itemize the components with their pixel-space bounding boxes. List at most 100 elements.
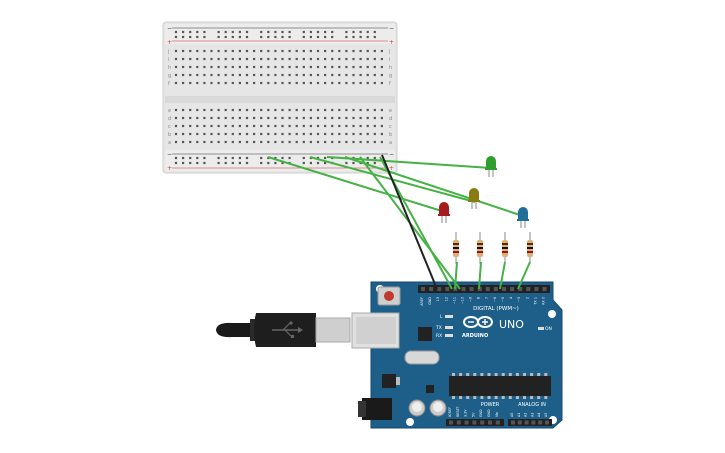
- resistor-2[interactable]: [477, 232, 483, 264]
- breadboard-hole[interactable]: [288, 116, 291, 120]
- breadboard-hole[interactable]: [245, 140, 249, 144]
- breadboard-hole[interactable]: [260, 57, 263, 61]
- breadboard-hole[interactable]: [274, 132, 277, 136]
- breadboard-hole[interactable]: [274, 65, 277, 69]
- rail-hole[interactable]: [345, 35, 348, 39]
- wire-green-green-led[interactable]: [326, 156, 492, 169]
- digital-pin[interactable]: [421, 287, 425, 291]
- breadboard-hole[interactable]: [253, 49, 256, 53]
- breadboard-hole[interactable]: [295, 49, 298, 53]
- led-blue[interactable]: [517, 207, 529, 228]
- rail-hole[interactable]: [352, 30, 355, 34]
- breadboard-hole[interactable]: [196, 81, 199, 85]
- breadboard-hole[interactable]: [182, 57, 185, 61]
- breadboard-hole[interactable]: [316, 116, 320, 120]
- resistor-3[interactable]: [502, 232, 508, 264]
- breadboard-hole[interactable]: [174, 124, 178, 128]
- power-pin[interactable]: [480, 420, 485, 425]
- breadboard-hole[interactable]: [267, 140, 270, 144]
- breadboard-hole[interactable]: [366, 57, 369, 61]
- breadboard-hole[interactable]: [345, 65, 348, 69]
- breadboard-hole[interactable]: [380, 108, 383, 112]
- breadboard-hole[interactable]: [373, 49, 376, 53]
- rail-hole[interactable]: [373, 156, 376, 160]
- breadboard-hole[interactable]: [316, 57, 320, 61]
- breadboard-hole[interactable]: [210, 49, 213, 53]
- rail-hole[interactable]: [281, 35, 284, 39]
- breadboard-hole[interactable]: [288, 140, 291, 144]
- breadboard-hole[interactable]: [245, 57, 249, 61]
- breadboard-hole[interactable]: [380, 132, 383, 136]
- breadboard-hole[interactable]: [331, 140, 334, 144]
- rail-hole[interactable]: [302, 161, 305, 165]
- breadboard-hole[interactable]: [295, 116, 298, 120]
- rail-hole[interactable]: [238, 156, 241, 160]
- breadboard-hole[interactable]: [359, 65, 362, 69]
- rail-hole[interactable]: [203, 161, 206, 165]
- breadboard-hole[interactable]: [380, 49, 383, 53]
- breadboard-hole[interactable]: [380, 116, 383, 120]
- rail-hole[interactable]: [274, 156, 277, 160]
- breadboard-hole[interactable]: [260, 81, 263, 85]
- breadboard-hole[interactable]: [338, 57, 341, 61]
- breadboard-hole[interactable]: [380, 65, 383, 69]
- rail-hole[interactable]: [267, 35, 270, 39]
- breadboard-hole[interactable]: [196, 124, 199, 128]
- rail-hole[interactable]: [373, 161, 376, 165]
- breadboard-hole[interactable]: [260, 49, 263, 53]
- breadboard-hole[interactable]: [324, 140, 327, 144]
- breadboard-hole[interactable]: [274, 116, 277, 120]
- rail-hole[interactable]: [224, 156, 227, 160]
- breadboard-hole[interactable]: [196, 116, 199, 120]
- breadboard-hole[interactable]: [267, 81, 270, 85]
- breadboard-hole[interactable]: [210, 65, 213, 69]
- breadboard-hole[interactable]: [260, 124, 263, 128]
- breadboard-hole[interactable]: [210, 116, 213, 120]
- analog-pin[interactable]: [517, 420, 522, 425]
- breadboard-hole[interactable]: [189, 124, 192, 128]
- digital-pin[interactable]: [518, 287, 523, 291]
- breadboard-hole[interactable]: [260, 132, 263, 136]
- breadboard-hole[interactable]: [366, 116, 369, 120]
- breadboard-hole[interactable]: [189, 57, 192, 61]
- analog-pin[interactable]: [538, 420, 543, 425]
- breadboard-hole[interactable]: [245, 116, 249, 120]
- breadboard-hole[interactable]: [203, 49, 206, 53]
- breadboard-hole[interactable]: [288, 57, 291, 61]
- breadboard-hole[interactable]: [217, 49, 220, 53]
- rail-hole[interactable]: [274, 30, 277, 34]
- rail-hole[interactable]: [174, 35, 178, 39]
- breadboard-hole[interactable]: [324, 132, 327, 136]
- breadboard-hole[interactable]: [196, 140, 199, 144]
- breadboard-hole[interactable]: [217, 124, 220, 128]
- rail-hole[interactable]: [366, 156, 369, 160]
- breadboard-hole[interactable]: [189, 116, 192, 120]
- breadboard-hole[interactable]: [345, 132, 348, 136]
- breadboard-hole[interactable]: [189, 49, 192, 53]
- breadboard-hole[interactable]: [324, 73, 327, 77]
- breadboard-hole[interactable]: [260, 73, 263, 77]
- breadboard-hole[interactable]: [238, 132, 241, 136]
- digital-pin[interactable]: [429, 287, 434, 291]
- power-pin[interactable]: [495, 420, 500, 425]
- rail-hole[interactable]: [182, 161, 185, 165]
- rail-hole[interactable]: [245, 161, 249, 165]
- wire-black-ground[interactable]: [381, 154, 438, 290]
- rail-hole[interactable]: [267, 30, 270, 34]
- breadboard-hole[interactable]: [331, 116, 334, 120]
- rail-hole[interactable]: [366, 30, 369, 34]
- rail-hole[interactable]: [196, 161, 199, 165]
- breadboard-hole[interactable]: [210, 73, 213, 77]
- rail-hole[interactable]: [316, 30, 320, 34]
- breadboard-hole[interactable]: [302, 140, 305, 144]
- rail-hole[interactable]: [217, 30, 220, 34]
- breadboard-hole[interactable]: [338, 49, 341, 53]
- breadboard-hole[interactable]: [295, 132, 298, 136]
- digital-pin[interactable]: [534, 287, 539, 291]
- breadboard-hole[interactable]: [281, 65, 284, 69]
- rail-hole[interactable]: [260, 35, 263, 39]
- rail-hole[interactable]: [316, 35, 320, 39]
- breadboard-hole[interactable]: [295, 140, 298, 144]
- digital-pin[interactable]: [485, 287, 490, 291]
